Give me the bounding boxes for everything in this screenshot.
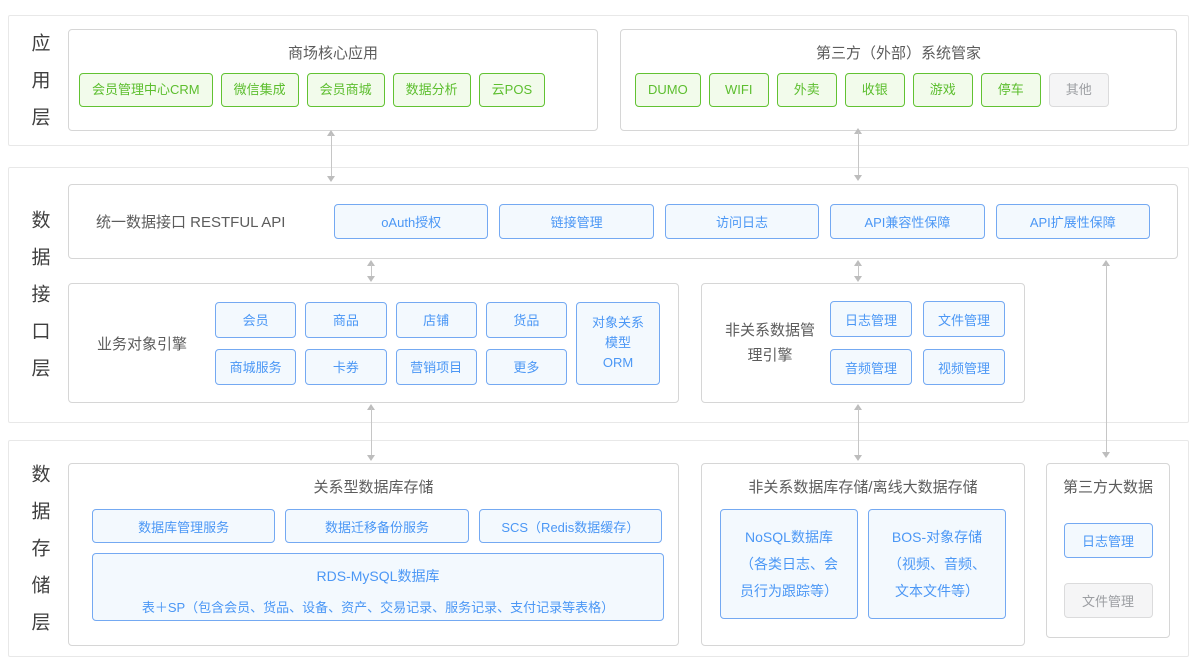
chip-goods[interactable]: 货品: [485, 301, 567, 338]
business-object-engine-panel: 业务对象引擎 会员 商品 店铺 货品 对象关系 模型 ORM 商城服务 卡券 营…: [68, 283, 679, 403]
chip-takeout[interactable]: 外卖: [776, 73, 837, 107]
nosql-db-line-2: （各类日志、会: [740, 555, 838, 572]
chip-video-management[interactable]: 视频管理: [923, 349, 1005, 385]
arrow-third-party-to-api: [854, 128, 863, 181]
rds-mysql-title: RDS-MySQL数据库: [316, 568, 440, 584]
chip-games[interactable]: 游戏: [912, 73, 973, 107]
arrow-nosql-engine-to-nonrelational-storage: [854, 404, 863, 461]
bos-object-storage-card: BOS-对象存储 （视频、音频、 文本文件等）: [868, 509, 1006, 619]
chip-oauth[interactable]: oAuth授权: [334, 204, 489, 239]
mall-core-apps-row: 会员管理中心CRM 微信集成 会员商城 数据分析 云POS: [79, 73, 597, 107]
nonrelational-storage-panel: 非关系数据库存储/离线大数据存储 NoSQL数据库 （各类日志、会 员行为跟踪等…: [701, 463, 1025, 646]
restful-api-row: oAuth授权 链接管理 访问日志 API兼容性保障 API扩展性保障: [334, 204, 1151, 239]
third-party-bigdata-panel: 第三方大数据 日志管理 文件管理: [1046, 463, 1170, 638]
nosql-management-engine-title: 非关系数据管理引擎: [724, 322, 815, 364]
chip-cashier[interactable]: 收银: [844, 73, 905, 107]
chip-bigdata-file-management[interactable]: 文件管理: [1063, 583, 1153, 618]
chip-member[interactable]: 会员: [215, 301, 297, 338]
relational-storage-title: 关系型数据库存储: [313, 479, 434, 496]
restful-api-title: 统一数据接口 RESTFUL API: [96, 214, 286, 231]
nonrelational-storage-title: 非关系数据库存储/离线大数据存储: [748, 479, 978, 496]
orm-line-1: 对象关系: [591, 315, 644, 330]
chip-mall-service[interactable]: 商城服务: [215, 348, 297, 385]
chip-shop[interactable]: 店铺: [395, 301, 477, 338]
bos-line-3: 文本文件等）: [895, 582, 979, 599]
chip-wechat-integration[interactable]: 微信集成: [220, 73, 299, 107]
chip-dumo[interactable]: DUMO: [635, 73, 701, 107]
chip-db-management-service[interactable]: 数据库管理服务: [92, 509, 276, 543]
chip-parking[interactable]: 停车: [980, 73, 1041, 107]
data-storage-layer-section: 数据存储层 关系型数据库存储 数据库管理服务 数据迁移备份服务 SCS（Redi…: [8, 440, 1189, 657]
chip-more[interactable]: 更多: [485, 348, 567, 385]
nosql-db-card: NoSQL数据库 （各类日志、会 员行为跟踪等）: [720, 509, 858, 619]
mall-core-apps-panel: 商场核心应用 会员管理中心CRM 微信集成 会员商城 数据分析 云POS: [68, 29, 598, 131]
chip-audio-management[interactable]: 音频管理: [830, 349, 912, 385]
bos-line-2: （视频、音频、: [888, 555, 986, 572]
mall-core-apps-title: 商场核心应用: [287, 45, 378, 62]
application-layer-section: 应用层 商场核心应用 会员管理中心CRM 微信集成 会员商城 数据分析 云POS…: [8, 15, 1189, 146]
arrow-business-engine-to-relational-storage: [367, 404, 376, 461]
nosql-db-line-3: 员行为跟踪等）: [740, 582, 838, 599]
orm-line-3: ORM: [602, 355, 634, 370]
orm-line-2: 模型: [604, 335, 631, 350]
rds-mysql-detail: 表＋SP（包含会员、货品、设备、资产、交易记录、服务记录、支付记录等表格）: [141, 600, 615, 615]
business-object-engine-grid: 会员 商品 店铺 货品 对象关系 模型 ORM 商城服务 卡券 营销项目 更多: [215, 301, 660, 385]
data-interface-layer-section: 数据接口层 统一数据接口 RESTFUL API oAuth授权 链接管理 访问…: [8, 167, 1189, 423]
data-interface-layer-label: 数据接口层: [31, 210, 51, 380]
chip-cloud-pos[interactable]: 云POS: [478, 73, 546, 107]
chip-db-migration-backup[interactable]: 数据迁移备份服务: [285, 509, 469, 543]
chip-log-management[interactable]: 日志管理: [830, 301, 912, 337]
nosql-db-line-1: NoSQL数据库: [745, 528, 833, 545]
arrow-core-apps-to-api: [327, 130, 336, 182]
chip-api-extensibility[interactable]: API扩展性保障: [995, 204, 1151, 239]
relational-services-row: 数据库管理服务 数据迁移备份服务 SCS（Redis数据缓存）: [92, 509, 662, 543]
chip-bigdata-log-management[interactable]: 日志管理: [1063, 523, 1153, 558]
third-party-bigdata-title: 第三方大数据: [1062, 479, 1153, 496]
chip-orm[interactable]: 对象关系 模型 ORM: [576, 301, 660, 385]
third-party-systems-panel: 第三方（外部）系统管家 DUMO WIFI 外卖 收银 游戏 停车 其他: [620, 29, 1177, 131]
third-party-systems-title: 第三方（外部）系统管家: [815, 45, 981, 62]
arrow-api-to-business-engine: [367, 260, 376, 282]
chip-wifi[interactable]: WIFI: [708, 73, 769, 107]
chip-crm[interactable]: 会员管理中心CRM: [79, 73, 213, 107]
data-storage-layer-label: 数据存储层: [31, 464, 51, 633]
relational-storage-panel: 关系型数据库存储 数据库管理服务 数据迁移备份服务 SCS（Redis数据缓存）…: [68, 463, 679, 646]
chip-product[interactable]: 商品: [305, 301, 387, 338]
chip-other[interactable]: 其他: [1048, 73, 1109, 107]
chip-member-mall[interactable]: 会员商城: [306, 73, 385, 107]
restful-api-panel: 统一数据接口 RESTFUL API oAuth授权 链接管理 访问日志 API…: [68, 184, 1178, 259]
application-layer-label: 应用层: [31, 33, 51, 128]
chip-file-management[interactable]: 文件管理: [923, 301, 1005, 337]
chip-api-compatibility[interactable]: API兼容性保障: [830, 204, 985, 239]
bos-line-1: BOS-对象存储: [891, 528, 983, 545]
business-object-engine-title: 业务对象引擎: [97, 335, 188, 353]
arrow-api-to-nosql-engine: [854, 260, 863, 282]
nosql-management-engine-panel: 非关系数据管理引擎 日志管理 文件管理 音频管理 视频管理: [701, 283, 1025, 403]
chip-marketing-project[interactable]: 营销项目: [395, 348, 477, 385]
rds-mysql-panel: RDS-MySQL数据库 表＋SP（包含会员、货品、设备、资产、交易记录、服务记…: [92, 553, 664, 621]
nonrelational-storage-cards: NoSQL数据库 （各类日志、会 员行为跟踪等） BOS-对象存储 （视频、音频…: [720, 509, 1006, 619]
third-party-systems-row: DUMO WIFI 外卖 收银 游戏 停车 其他: [635, 73, 1176, 107]
chip-data-analysis[interactable]: 数据分析: [392, 73, 471, 107]
arrow-api-to-third-party-bigdata: [1102, 260, 1111, 458]
chip-access-log[interactable]: 访问日志: [664, 204, 820, 239]
chip-coupon[interactable]: 卡券: [305, 348, 387, 385]
nosql-management-engine-grid: 日志管理 文件管理 音频管理 视频管理: [830, 301, 1005, 385]
chip-link-management[interactable]: 链接管理: [499, 204, 654, 239]
chip-scs-redis-cache[interactable]: SCS（Redis数据缓存）: [478, 509, 662, 543]
